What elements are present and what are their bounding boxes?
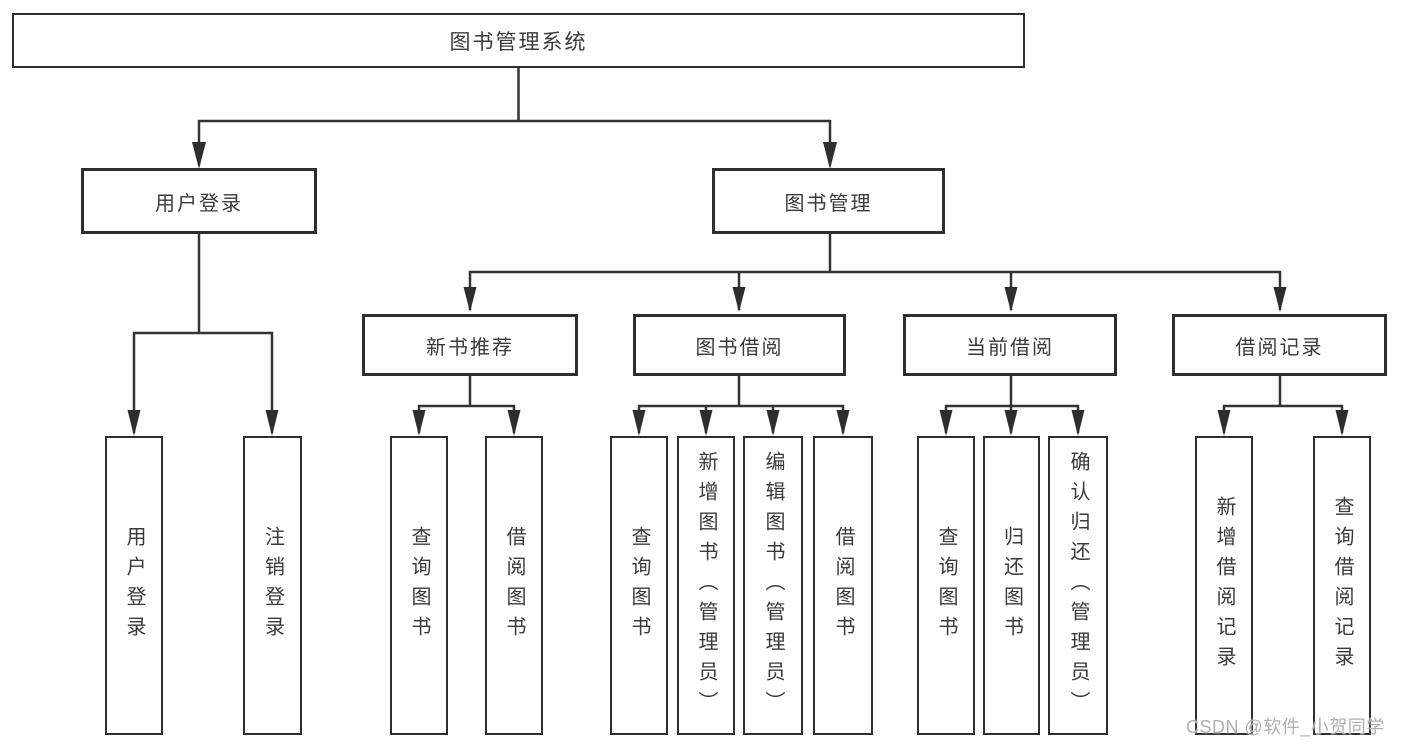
leaf-query-borrow-record: 查询借阅记录 (1313, 436, 1371, 735)
leaf-return-book: 归还图书 (983, 436, 1040, 735)
leaf-edit-book-admin-label: 编辑图书（管理员） (762, 450, 784, 721)
leaf-query-books-current-label: 查询图书 (935, 525, 957, 646)
node-borrow-records: 借阅记录 (1172, 314, 1387, 376)
leaf-add-book-admin: 新增图书（管理员） (677, 436, 735, 735)
leaf-edit-book-admin: 编辑图书（管理员） (743, 436, 803, 735)
node-book-management-label: 图书管理 (784, 192, 873, 215)
connector-user-login-split (127, 234, 279, 436)
leaf-return-book-label: 归还图书 (1000, 525, 1023, 646)
leaf-borrow-books-recommend-label: 借阅图书 (503, 525, 525, 646)
node-new-book-recommend-label: 新书推荐 (426, 336, 514, 359)
node-user-login: 用户登录 (81, 168, 317, 234)
leaf-query-books-current: 查询图书 (917, 436, 975, 735)
leaf-logout-label: 注销登录 (261, 525, 284, 646)
connector-root-split (192, 68, 837, 169)
leaf-query-borrow-record-label: 查询借阅记录 (1331, 495, 1353, 676)
connector-book-management-split (463, 234, 1287, 312)
node-new-book-recommend: 新书推荐 (362, 314, 578, 376)
leaf-add-borrow-record: 新增借阅记录 (1195, 436, 1253, 735)
node-book-borrow: 图书借阅 (633, 314, 846, 376)
leaf-query-books-recommend-label: 查询图书 (408, 525, 430, 646)
leaf-borrow-books-label: 借阅图书 (832, 525, 854, 646)
csdn-watermark: CSDN @软件_小贺同学 (1186, 717, 1385, 737)
leaf-confirm-return-admin: 确认归还（管理员） (1048, 436, 1108, 735)
leaf-confirm-return-admin-label: 确认归还（管理员） (1067, 450, 1089, 721)
leaf-add-book-admin-label: 新增图书（管理员） (695, 450, 717, 721)
node-current-borrow-label: 当前借阅 (966, 336, 1054, 359)
node-library-system-label: 图书管理系统 (449, 30, 588, 54)
leaf-query-books-recommend: 查询图书 (390, 436, 448, 735)
leaf-logout: 注销登录 (243, 436, 302, 735)
leaf-user-login-label: 用户登录 (123, 525, 145, 646)
node-library-system: 图书管理系统 (12, 13, 1025, 68)
leaf-query-books-borrow: 查询图书 (610, 436, 668, 735)
leaf-add-borrow-record-label: 新增借阅记录 (1213, 495, 1235, 676)
connector-current-borrow-split (939, 376, 1085, 436)
leaf-borrow-books: 借阅图书 (813, 436, 873, 735)
leaf-query-books-borrow-label: 查询图书 (628, 525, 650, 646)
leaf-user-login: 用户登录 (105, 436, 163, 735)
node-book-management: 图书管理 (712, 168, 945, 234)
node-book-borrow-label: 图书借阅 (695, 336, 784, 359)
connector-book-borrow-split (632, 376, 850, 436)
node-borrow-records-label: 借阅记录 (1235, 336, 1324, 359)
connector-new-book-split (412, 376, 521, 436)
leaf-borrow-books-recommend: 借阅图书 (485, 436, 543, 735)
node-current-borrow: 当前借阅 (903, 314, 1117, 376)
node-user-login-label: 用户登录 (155, 192, 243, 215)
connector-borrow-records-split (1217, 376, 1349, 436)
